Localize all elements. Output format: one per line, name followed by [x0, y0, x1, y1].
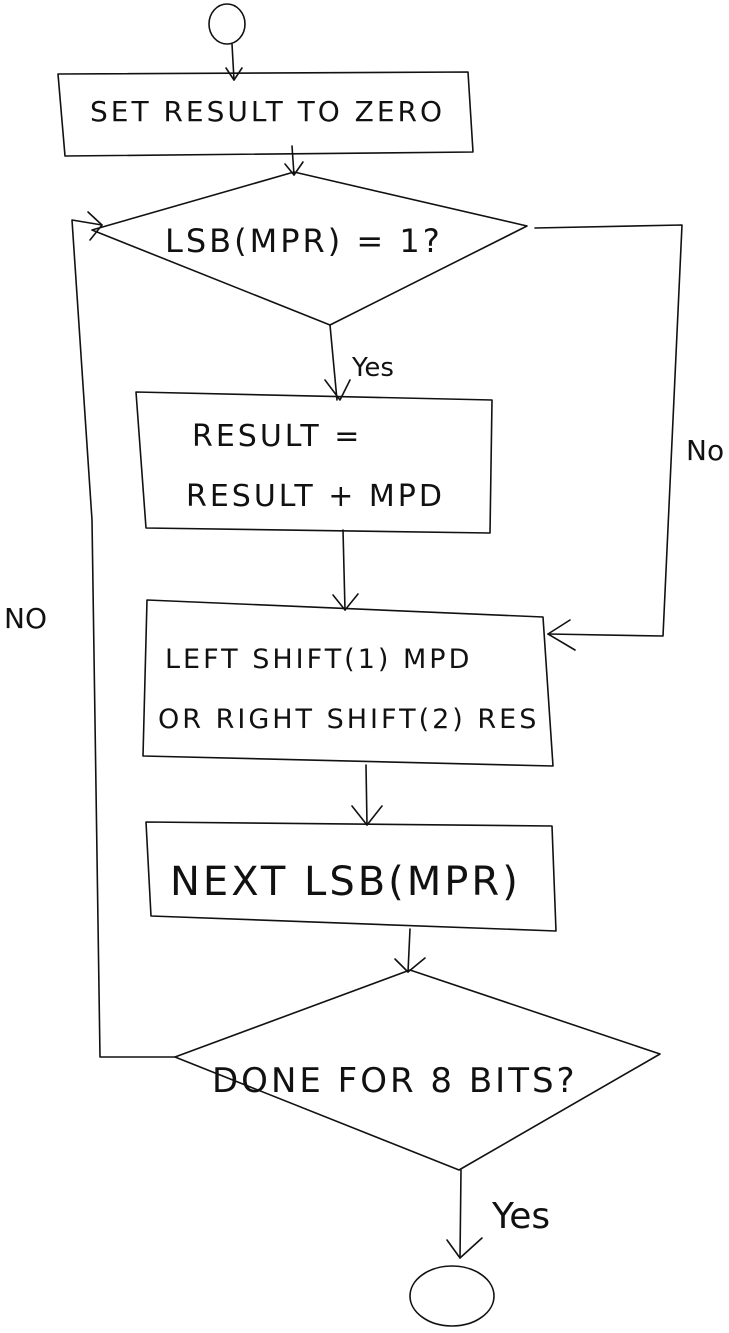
set-result-text: SET RESULT TO ZERO: [90, 95, 445, 128]
process-shift-line2: OR RIGHT SHIFT(2) RES: [158, 704, 539, 735]
decision-done-diamond: [174, 969, 661, 1171]
end-terminal: [409, 1265, 495, 1327]
decision-lsb-text: LSB(MPR) = 1?: [165, 222, 443, 260]
arrowhead-done-no: [87, 211, 103, 241]
arrow-start-to-set: [231, 43, 235, 81]
process-add-line2: RESULT + MPD: [186, 479, 445, 514]
process-add-line1: RESULT =: [192, 419, 362, 454]
label-lsb-yes: Yes: [351, 353, 394, 383]
arrowhead-lsb-yes: [324, 379, 351, 401]
label-lsb-no: No: [686, 434, 724, 467]
process-add-box: [135, 391, 493, 534]
arrow-add-to-shift: [342, 529, 346, 611]
arrow-shift-to-next: [365, 764, 368, 826]
arrowhead-add: [332, 593, 359, 611]
decision-done-text: DONE FOR 8 BITS?: [212, 1061, 578, 1101]
arrowhead-set: [284, 161, 304, 176]
start-terminal: [208, 3, 246, 45]
arrowhead-shift: [351, 805, 383, 826]
arrow-lsb-yes: [329, 324, 338, 401]
arrowhead-done-yes: [446, 1237, 483, 1259]
arrowhead-next: [394, 957, 426, 973]
arrow-done-yes: [459, 1169, 462, 1259]
arrow-lsb-no: [534, 224, 683, 637]
arrow-done-no-loop: [71, 219, 176, 1058]
arrowhead-start: [225, 67, 243, 81]
arrowhead-lsb-no: [547, 619, 576, 651]
arrow-next-to-done: [407, 928, 411, 973]
process-next-box: [145, 821, 557, 932]
decision-lsb-diamond: [91, 171, 528, 326]
set-result-box: [57, 71, 474, 157]
label-done-no: NO: [4, 602, 47, 635]
arrow-set-to-decision: [291, 145, 295, 176]
process-shift-line1: LEFT SHIFT(1) MPD: [165, 644, 472, 675]
process-next-text: NEXT LSB(MPR): [170, 859, 521, 905]
process-shift-box: [142, 599, 554, 767]
label-done-yes: Yes: [491, 1196, 550, 1237]
